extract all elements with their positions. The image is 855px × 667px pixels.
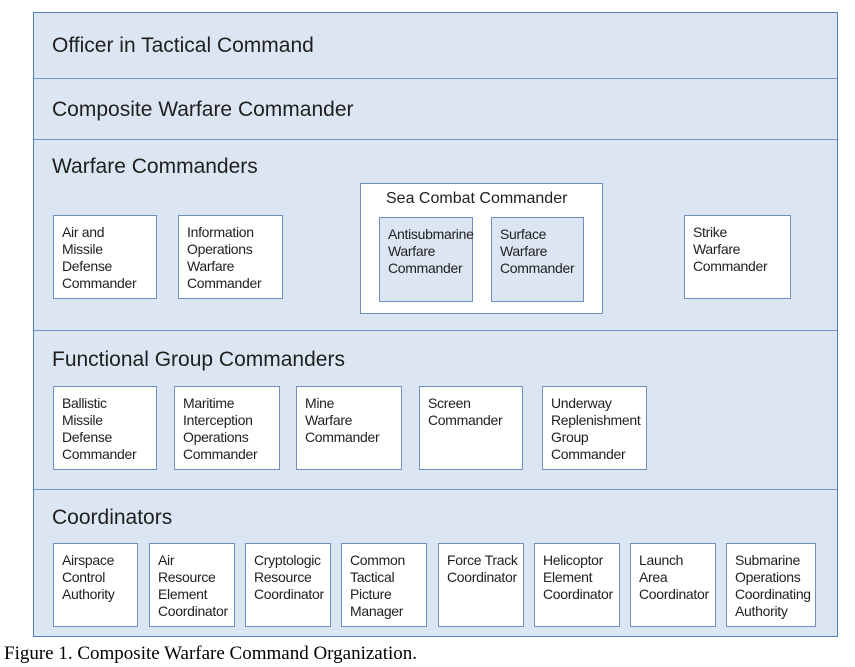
box-line: Defense bbox=[62, 429, 113, 445]
box-line: Coordinator bbox=[447, 569, 517, 585]
box-line: Commander bbox=[305, 429, 380, 445]
row-functional-group-commanders: Functional Group Commanders Ballistic Mi… bbox=[34, 331, 837, 490]
box-line: Element bbox=[543, 569, 593, 585]
diagram-frame: Officer in Tactical Command Composite Wa… bbox=[33, 12, 838, 637]
row-title: Functional Group Commanders bbox=[52, 348, 345, 371]
box-line: Interception bbox=[183, 412, 253, 428]
box-line: Defense bbox=[62, 258, 113, 274]
box-line: Coordinator bbox=[158, 603, 228, 619]
box-line: Cryptologic bbox=[254, 552, 321, 568]
box-line: Operations bbox=[187, 241, 253, 257]
box-screen-commander: Screen Commander bbox=[419, 386, 523, 470]
box-line: Picture bbox=[350, 586, 392, 602]
box-line: Commander bbox=[187, 275, 262, 291]
box-line: Warfare bbox=[388, 243, 436, 259]
box-line: Submarine bbox=[735, 552, 801, 568]
box-line: Manager bbox=[350, 603, 404, 619]
box-antisubmarine-warfare-commander: Antisubmarine Warfare Commander bbox=[379, 217, 474, 302]
box-information-operations-warfare-commander: Information Operations Warfare Commander bbox=[178, 215, 283, 299]
box-line: Element bbox=[158, 586, 208, 602]
row-title: Officer in Tactical Command bbox=[52, 34, 314, 57]
box-line: Operations bbox=[183, 429, 249, 445]
box-air-missile-defense-commander: Air and Missile Defense Commander bbox=[53, 215, 157, 299]
box-line: Launch bbox=[639, 552, 684, 568]
box-line: Resource bbox=[254, 569, 312, 585]
box-airspace-control-authority: Airspace Control Authority bbox=[53, 543, 138, 627]
row-title: Composite Warfare Commander bbox=[52, 98, 354, 121]
box-line: Tactical bbox=[350, 569, 395, 585]
box-line: Commander bbox=[388, 260, 463, 276]
box-launch-area-coordinator: Launch Area Coordinator bbox=[630, 543, 716, 627]
box-line: Coordinating bbox=[735, 586, 811, 602]
box-line: Missile bbox=[62, 412, 103, 428]
box-line: Missile bbox=[62, 241, 103, 257]
box-line: Commander bbox=[183, 446, 258, 462]
box-line: Air and bbox=[62, 224, 105, 240]
sea-combat-commander-title: Sea Combat Commander bbox=[386, 190, 568, 207]
box-line: Commander bbox=[62, 446, 137, 462]
box-line: Commander bbox=[693, 258, 768, 274]
box-line: Coordinator bbox=[543, 586, 613, 602]
row-composite-warfare-commander: Composite Warfare Commander bbox=[34, 79, 837, 140]
box-air-resource-element-coordinator: Air Resource Element Coordinator bbox=[149, 543, 235, 627]
row-warfare-commanders: Warfare Commanders Air and Missile Defen… bbox=[34, 140, 837, 331]
box-line: Commander bbox=[500, 260, 575, 276]
box-line: Antisubmarine bbox=[388, 226, 474, 242]
box-surface-warfare-commander: Surface Warfare Commander bbox=[491, 217, 584, 302]
box-line: Mine bbox=[305, 395, 335, 411]
box-line: Operations bbox=[735, 569, 801, 585]
box-line: Warfare bbox=[693, 241, 741, 257]
box-line: Airspace bbox=[62, 552, 115, 568]
box-line: Surface bbox=[500, 226, 547, 242]
box-line: Force Track bbox=[447, 552, 518, 568]
box-submarine-operations-coordinating-authority: Submarine Operations Coordinating Author… bbox=[726, 543, 816, 627]
figure-caption: Figure 1. Composite Warfare Command Orga… bbox=[4, 643, 418, 664]
box-line: Information bbox=[187, 224, 254, 240]
box-line: Authority bbox=[735, 603, 788, 619]
box-ballistic-missile-defense-commander: Ballistic Missile Defense Commander bbox=[53, 386, 157, 470]
box-line: Replenishment bbox=[551, 412, 641, 428]
row-coordinators: Coordinators Airspace Control Authority … bbox=[34, 490, 837, 636]
box-line: Authority bbox=[62, 586, 115, 602]
box-cryptologic-resource-coordinator: Cryptologic Resource Coordinator bbox=[245, 543, 331, 627]
box-underway-replenishment-group-commander: Underway Replenishment Group Commander bbox=[542, 386, 647, 470]
box-line: Strike bbox=[693, 224, 727, 240]
sea-combat-commander-group: Sea Combat Commander Antisubmarine Warfa… bbox=[360, 183, 603, 314]
box-common-tactical-picture-manager: Common Tactical Picture Manager bbox=[341, 543, 427, 627]
box-line: Control bbox=[62, 569, 106, 585]
box-line: Maritime bbox=[183, 395, 235, 411]
box-line: Warfare bbox=[500, 243, 548, 259]
box-strike-warfare-commander: Strike Warfare Commander bbox=[684, 215, 791, 299]
box-line: Warfare bbox=[187, 258, 235, 274]
box-maritime-interception-operations-commander: Maritime Interception Operations Command… bbox=[174, 386, 280, 470]
row-officer-in-tactical-command: Officer in Tactical Command bbox=[34, 13, 837, 79]
box-line: Commander bbox=[62, 275, 137, 291]
row-title: Coordinators bbox=[52, 506, 173, 529]
box-mine-warfare-commander: Mine Warfare Commander bbox=[296, 386, 402, 470]
box-line: Underway bbox=[551, 395, 612, 411]
box-line: Common bbox=[350, 552, 405, 568]
box-line: Helicoptor bbox=[543, 552, 604, 568]
box-line: Screen bbox=[428, 395, 471, 411]
box-line: Commander bbox=[551, 446, 626, 462]
box-line: Commander bbox=[428, 412, 503, 428]
box-line: Resource bbox=[158, 569, 216, 585]
box-line: Coordinator bbox=[254, 586, 324, 602]
box-force-track-coordinator: Force Track Coordinator bbox=[438, 543, 524, 627]
box-line: Air bbox=[158, 552, 175, 568]
box-line: Group bbox=[551, 429, 589, 445]
box-line: Area bbox=[639, 569, 668, 585]
box-helicoptor-element-coordinator: Helicoptor Element Coordinator bbox=[534, 543, 620, 627]
box-line: Coordinator bbox=[639, 586, 709, 602]
box-line: Warfare bbox=[305, 412, 353, 428]
box-line: Ballistic bbox=[62, 395, 107, 411]
row-title: Warfare Commanders bbox=[52, 155, 258, 178]
